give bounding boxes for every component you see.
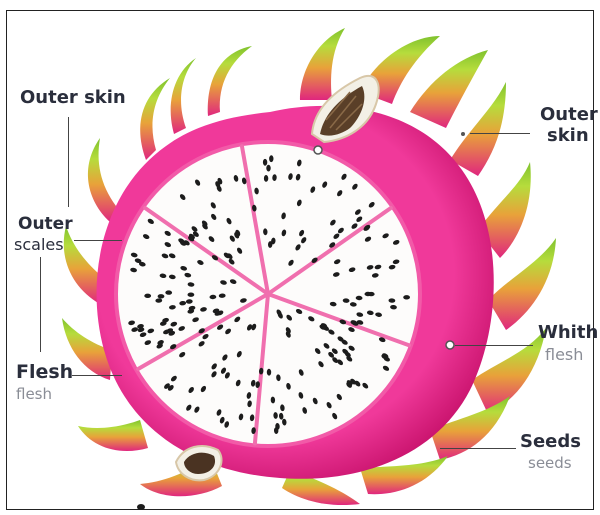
label-flesh: Flesh — [16, 362, 73, 383]
scale — [88, 138, 116, 222]
stem-bottom — [176, 446, 222, 480]
leader-line — [455, 345, 533, 346]
label-seeds-sub: seeds — [528, 455, 572, 472]
label-outer-skin-right-1: Outer — [540, 105, 598, 125]
scale — [78, 420, 148, 451]
scale — [410, 50, 488, 128]
label-outer-scales-1: Outer — [18, 215, 73, 234]
marker-dot — [461, 132, 465, 136]
label-outer-scales-2: scales — [14, 236, 64, 254]
scale — [300, 28, 345, 100]
scale — [208, 46, 252, 116]
marker-dot — [446, 341, 454, 349]
loose-seed — [137, 504, 145, 510]
leader-line — [440, 448, 516, 449]
seed — [266, 165, 270, 172]
label-flesh-sub: flesh — [16, 386, 52, 403]
label-whith-flesh-2: flesh — [545, 346, 583, 364]
leader-line — [74, 240, 122, 241]
scale — [171, 58, 196, 134]
leader-line — [72, 375, 122, 376]
seed — [365, 292, 372, 296]
label-seeds: Seeds — [520, 432, 581, 452]
label-whith-flesh-1: Whith — [538, 323, 598, 343]
leader-line — [470, 133, 530, 134]
label-outer-skin-right-2: skin — [547, 126, 589, 146]
leader-line — [40, 257, 41, 352]
label-outer-skin-left: Outer skin — [20, 88, 126, 108]
leader-line — [68, 117, 69, 207]
marker-dot — [314, 146, 322, 154]
